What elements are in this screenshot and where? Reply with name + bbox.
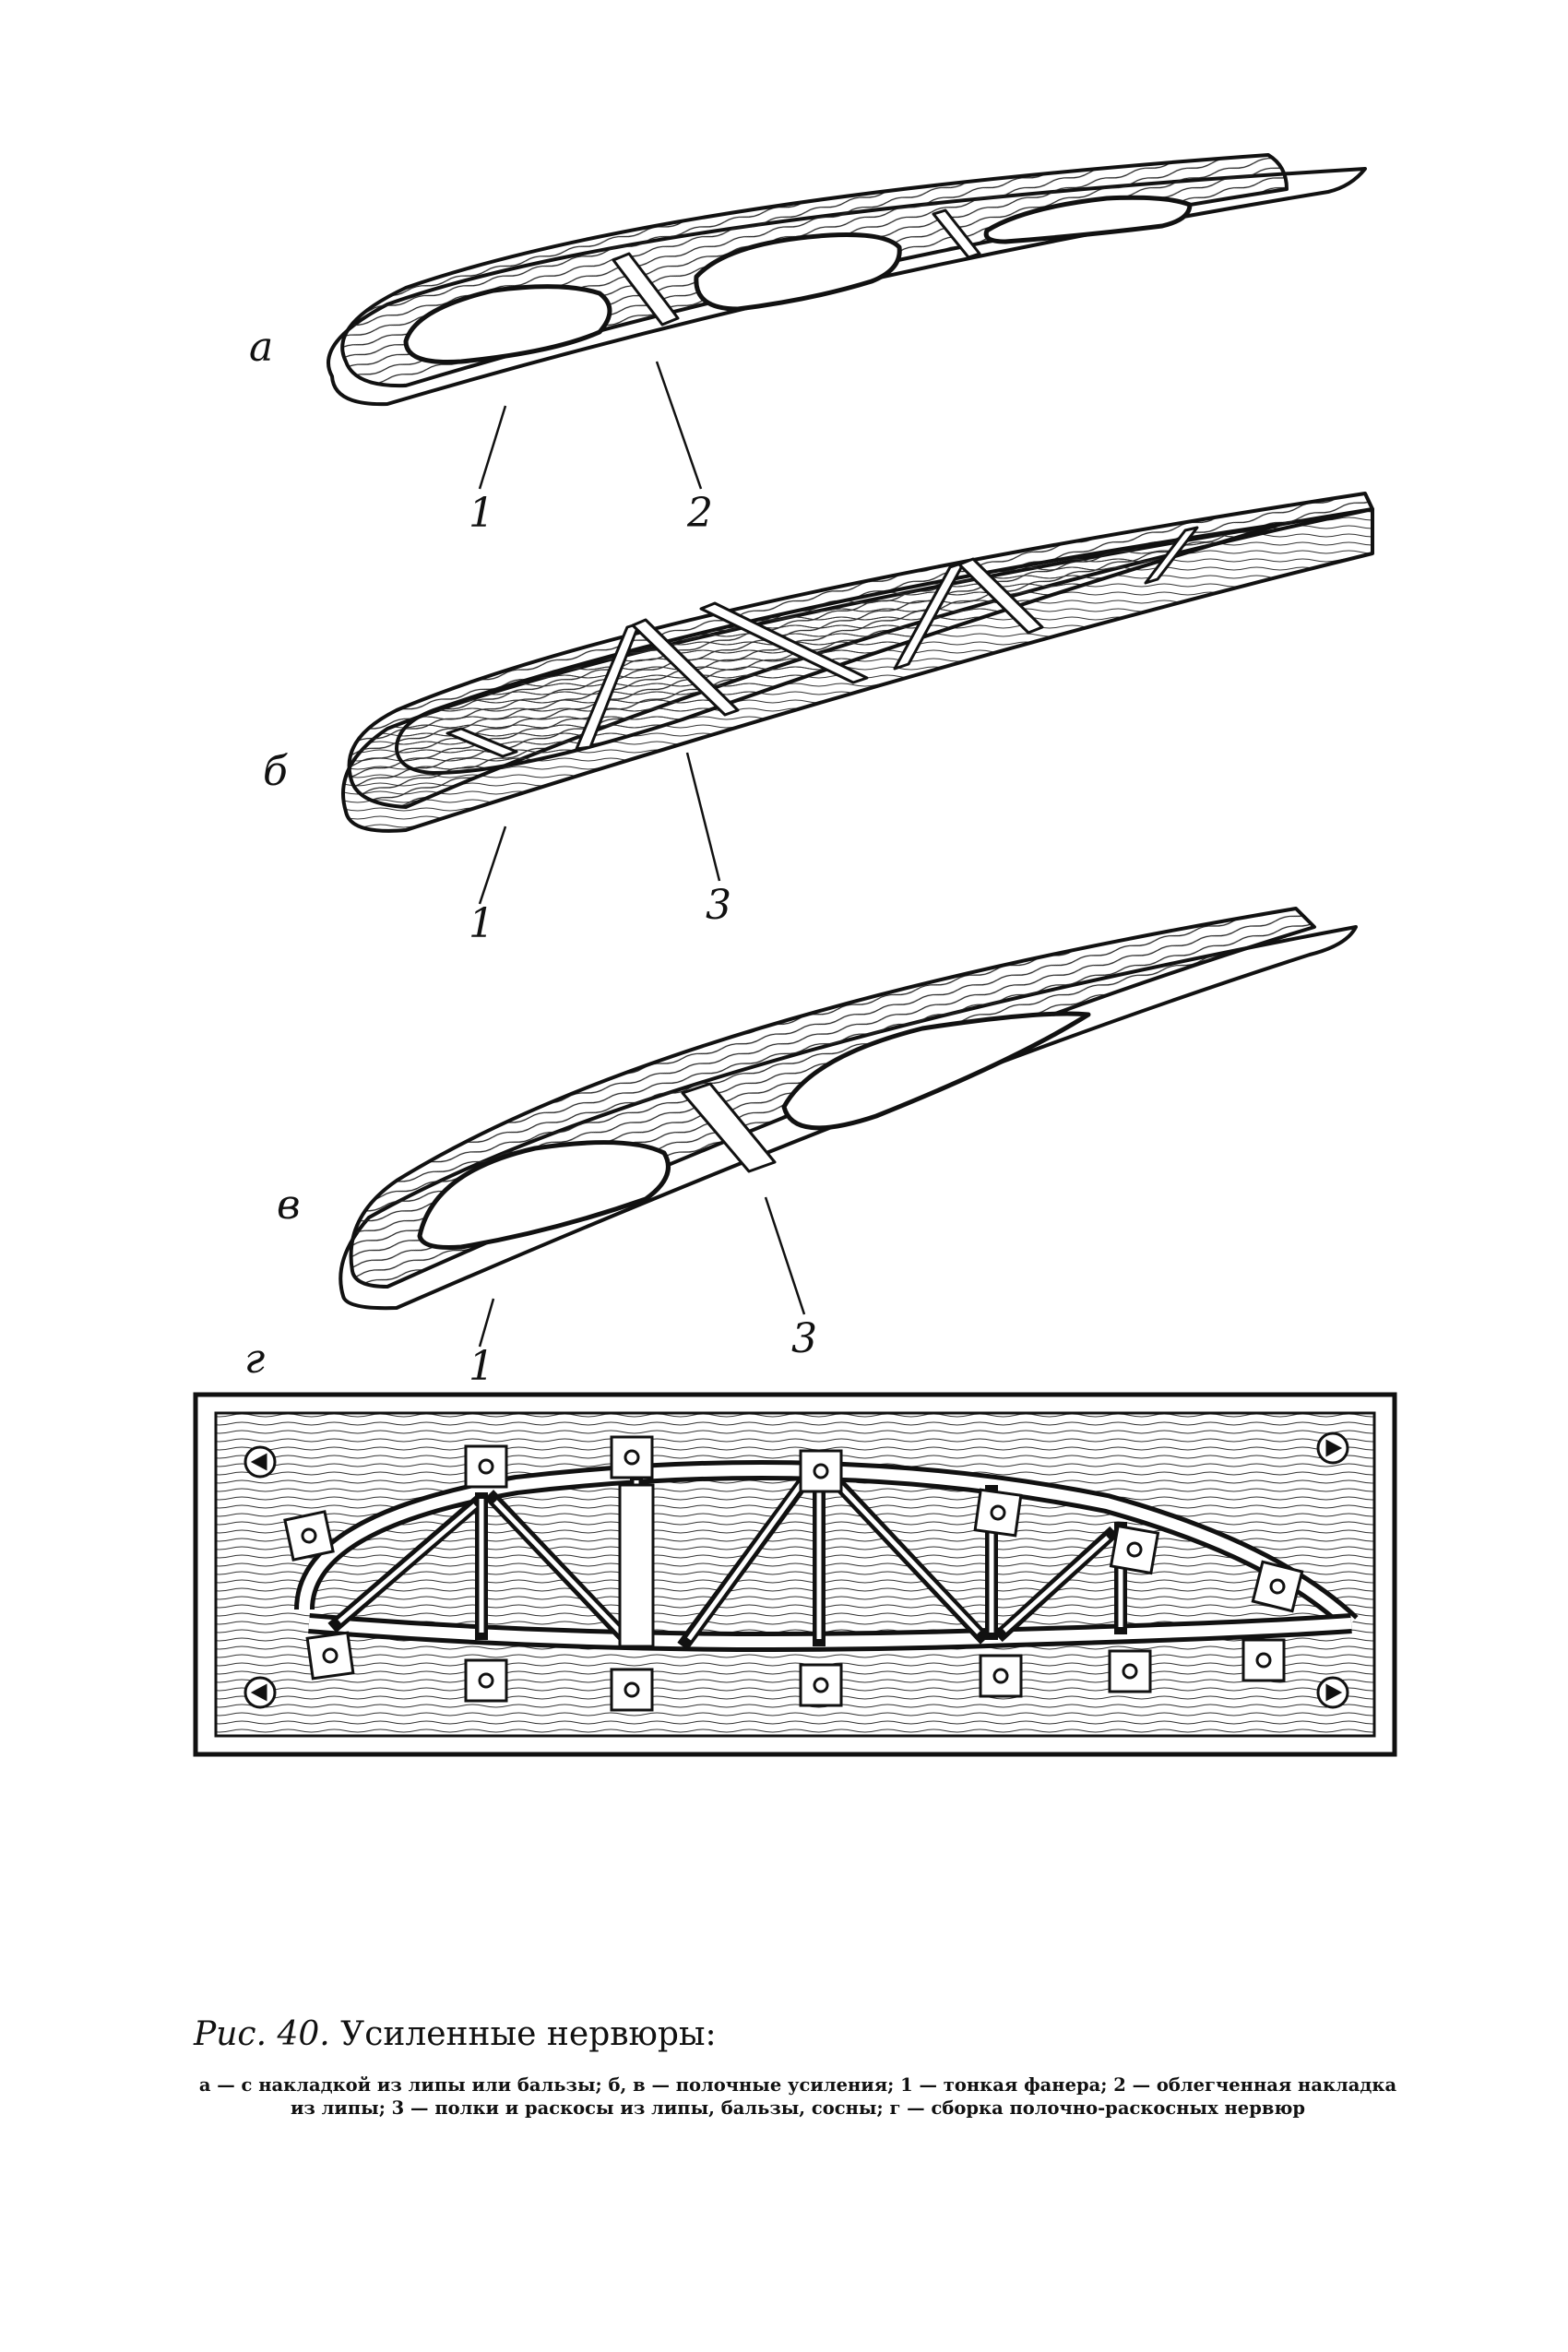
jig-clamp-block [973,1488,1023,1538]
jig-clamp-block [464,1444,508,1489]
callout-number: 1 [469,490,494,537]
caption-title: Усиленные нервюры: [340,2015,717,2053]
jig-center-plate [618,1483,655,1648]
jig-clamp-block [610,1435,654,1479]
jig-clamp-block [799,1663,843,1707]
jig-rib-diag-5-inner [1003,1536,1110,1633]
rib-a-stiffener-2 [932,208,981,259]
callout-leader-1 [478,826,507,905]
caption-text: а — с накладкой из липы или бальзы; б, в… [198,2074,1397,2120]
figure-caption: Рис. 40. Усиленные нервюры: а — с наклад… [184,2015,1411,2120]
jig-rib-lower-chord-inner [308,1618,1352,1647]
rib-v-hole-1 [417,1140,671,1250]
jig-clamp-block [1109,1524,1160,1575]
callout-number: 3 [791,1315,817,1362]
rib-b-strut-6 [1144,526,1199,585]
callout-number: 1 [469,1343,494,1390]
figure-number: Рис. 40. [194,2015,330,2053]
assembly-jig-illustration [193,1392,1397,1757]
rib-b-plywood-base [341,507,1374,833]
jig-clamp-block [1108,1649,1152,1693]
callout-number: 2 [687,490,713,537]
jig-rib-diag-3-inner [686,1477,808,1641]
jig-rib-diag-2-inner [493,1500,624,1636]
callout-leader-3 [685,752,721,882]
jig-clamp-block [610,1668,654,1712]
callout-leader-2 [655,361,703,490]
rib-a-hole-3 [983,195,1193,244]
callout-leader-3 [764,1196,806,1315]
rib-a-hole-2 [694,232,902,312]
jig-rib-diag-1-inner [338,1503,477,1623]
rib-b-strut-3 [699,601,869,684]
jig-rib-diag-4-inner [831,1477,980,1634]
jig-clamp-block [283,1510,335,1562]
jig-clamp-block [979,1654,1023,1698]
panel-label-g: г [244,1336,266,1383]
jig-clamp-block [305,1631,355,1681]
jig-clamp-block [1251,1560,1304,1613]
caption-title-line: Рис. 40. Усиленные нервюры: [194,2015,1411,2053]
jig-corner-screw-icon [1316,1676,1349,1709]
jig-clamp-block [799,1449,843,1493]
rib-v-stiffener [681,1082,777,1173]
panel-label-b: б [263,748,288,795]
rib-b-strut-5 [957,557,1044,635]
jig-corner-screw-icon [244,1445,277,1479]
callout-number: 3 [706,882,731,929]
panel-label-v: в [277,1182,301,1229]
rib-v-hole-2 [781,1011,1091,1131]
rib-a-hole-1 [403,284,612,365]
rib-b-strut-2 [631,618,740,717]
panel-label-a: а [249,324,274,371]
rib-b-inner-cavity [395,522,1284,775]
jig-corner-screw-icon [1316,1431,1349,1465]
rib-a-illustration [327,153,1367,490]
callout-leader-1 [478,405,507,490]
rib-b-illustration [341,492,1374,905]
jig-clamp-block [464,1658,508,1703]
rib-b-strut-7 [445,727,518,758]
jig-clamp-block [1241,1638,1286,1682]
callout-leader-1 [478,1298,495,1348]
rib-a-stiffener-1 [612,252,680,327]
callout-number: 1 [469,900,494,947]
rib-v-illustration [339,907,1358,1348]
jig-corner-screw-icon [244,1676,277,1709]
